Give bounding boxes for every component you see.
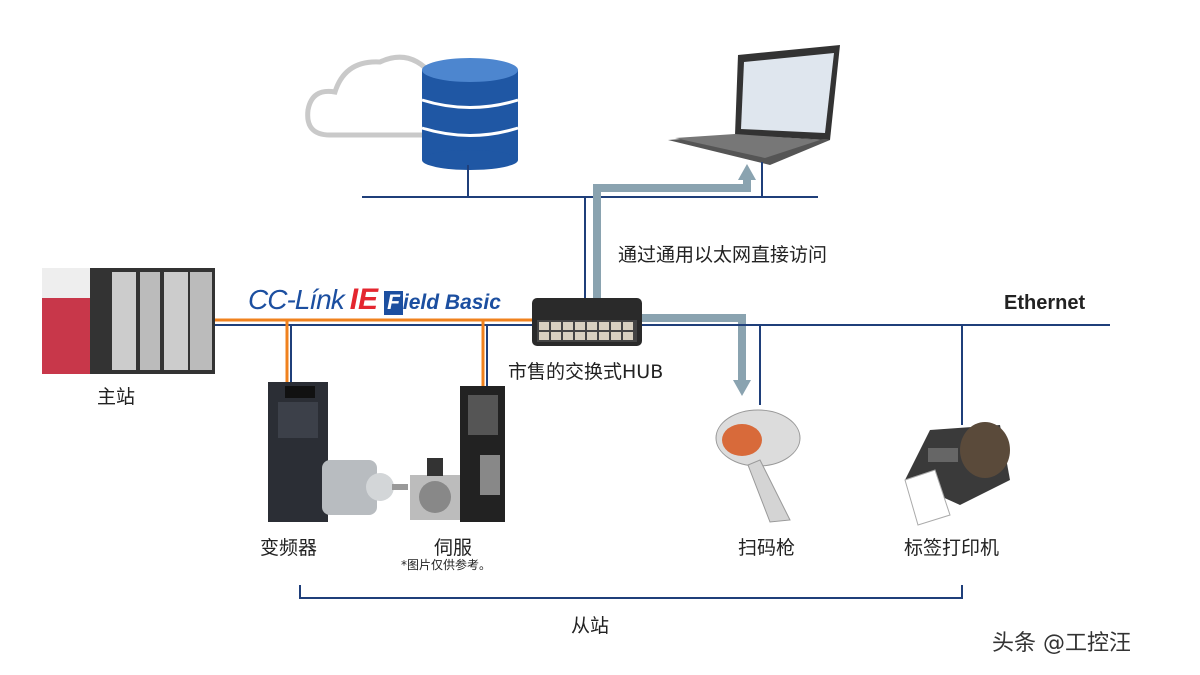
inverter-icon <box>268 382 328 522</box>
slaves-label: 从站 <box>571 615 610 637</box>
ethernet-label: Ethernet <box>1004 292 1086 314</box>
plc-master-icon <box>42 268 215 374</box>
watermark: 头条 @工控汪 <box>992 631 1131 656</box>
servo-amplifier-icon <box>460 386 505 522</box>
slave-bracket <box>299 585 963 599</box>
database-icon <box>421 58 519 170</box>
access-note: 通过通用以太网直接访问 <box>618 244 828 266</box>
label-printer-icon <box>904 422 1010 526</box>
scanner-label: 扫码枪 <box>738 537 796 559</box>
servo-motor-icon <box>410 458 460 520</box>
master-label: 主站 <box>97 386 136 408</box>
image-note: *图片仅供参考。 <box>401 558 492 572</box>
barcode-scanner-icon <box>715 409 801 523</box>
logo-field: ield Basic <box>402 291 501 314</box>
hub-label: 市售的交换式HUB <box>508 361 664 383</box>
printer-label: 标签打印机 <box>904 537 1000 559</box>
laptop-icon <box>668 45 840 165</box>
logo-cclink: CC-Línk <box>248 284 345 315</box>
servo-label: 伺服 <box>434 537 473 559</box>
cloud-icon <box>305 54 435 138</box>
logo-ie: IE <box>349 283 379 316</box>
logo-f: F <box>384 291 403 315</box>
inverter-label: 变频器 <box>260 537 318 559</box>
switch-hub-icon <box>532 298 642 346</box>
motor-icon <box>322 460 408 515</box>
